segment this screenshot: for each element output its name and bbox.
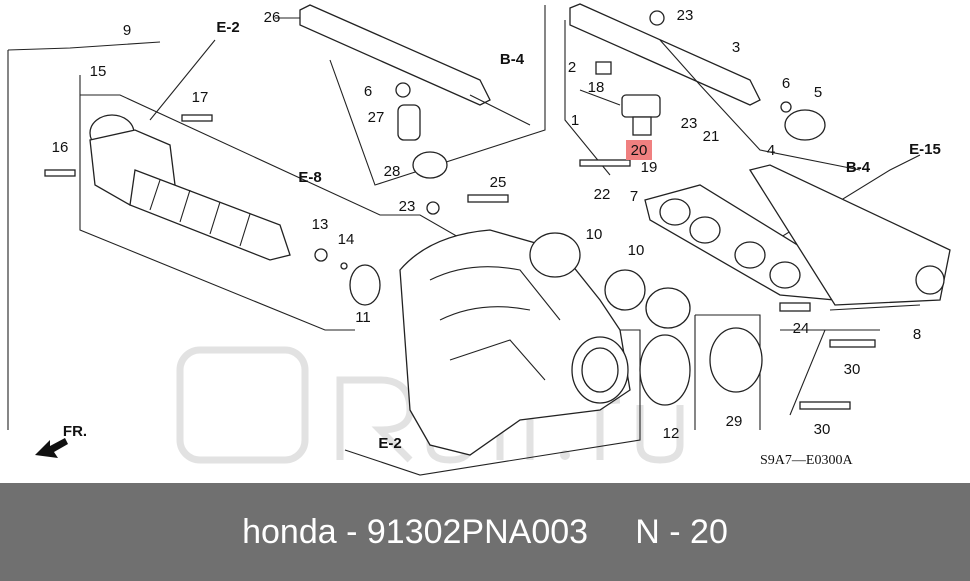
ref-e-2b[interactable]: E-2	[378, 435, 401, 452]
callout-15[interactable]: 15	[90, 63, 107, 80]
callout-8[interactable]: 8	[913, 326, 921, 343]
callout-10[interactable]: 10	[586, 226, 603, 243]
resonator-chamber	[44, 114, 291, 261]
callout-19[interactable]: 19	[641, 159, 658, 176]
direction-label: FR.	[63, 423, 87, 440]
highlight-marker	[626, 140, 652, 160]
callout-21[interactable]: 21	[703, 128, 720, 145]
fuel-rail-left	[299, 4, 531, 179]
callout-23[interactable]: 23	[677, 7, 694, 24]
callout-9[interactable]: 9	[123, 22, 131, 39]
callout-17[interactable]: 17	[192, 89, 209, 106]
part-caption-bar: honda - 91302PNA003 N - 20	[0, 483, 970, 581]
callout-labels: 9 E-2 26 B-4 23 3 2 6 5 18 15 17 1 6 27 …	[52, 7, 941, 468]
lower-manifold	[579, 159, 951, 410]
fuel-rail-right	[569, 3, 861, 171]
front-direction-arrow: FR.	[35, 423, 87, 458]
callout-18[interactable]: 18	[588, 79, 605, 96]
drawing-code: S9A7—E0300A	[760, 453, 853, 468]
ref-e-15[interactable]: E-15	[909, 141, 941, 158]
callout-23c[interactable]: 23	[399, 198, 416, 215]
callout-10b[interactable]: 10	[628, 242, 645, 259]
callout-11[interactable]: 11	[355, 309, 371, 326]
callout-30b[interactable]: 30	[814, 421, 831, 438]
callout-28[interactable]: 28	[384, 163, 401, 180]
callout-7[interactable]: 7	[630, 188, 638, 205]
callout-6b[interactable]: 6	[364, 83, 372, 100]
callout-6[interactable]: 6	[782, 75, 790, 92]
callout-13[interactable]: 13	[312, 216, 329, 233]
callout-1[interactable]: 1	[571, 112, 579, 129]
callout-16[interactable]: 16	[52, 139, 69, 156]
callout-14[interactable]: 14	[338, 231, 355, 248]
callout-22[interactable]: 22	[594, 186, 611, 203]
intake-manifold	[314, 194, 631, 456]
ref-b-4b[interactable]: B-4	[846, 159, 871, 176]
callout-12[interactable]: 12	[663, 425, 680, 442]
callout-4[interactable]: 4	[767, 142, 775, 159]
callout-26[interactable]: 26	[264, 9, 281, 26]
ref-e-2[interactable]: E-2	[216, 19, 239, 36]
callout-3[interactable]: 3	[732, 39, 740, 56]
part-caption: honda - 91302PNA003 N - 20	[242, 512, 728, 551]
callout-2[interactable]: 2	[568, 59, 576, 76]
gaskets	[529, 232, 763, 406]
diagram-canvas: FR. 9 E-2 26 B-4 23 3 2 6 5 18 15 17 1 6…	[7, 3, 951, 476]
callout-25[interactable]: 25	[490, 174, 507, 191]
callout-29[interactable]: 29	[726, 413, 743, 430]
group-outlines	[7, 5, 921, 476]
callout-30[interactable]: 30	[844, 361, 861, 378]
callout-20-highlighted[interactable]: 20	[631, 142, 648, 159]
ref-e-8[interactable]: E-8	[298, 169, 321, 186]
ref-b-4[interactable]: B-4	[500, 51, 525, 68]
callout-27[interactable]: 27	[368, 109, 385, 126]
callout-5[interactable]: 5	[814, 84, 822, 101]
callout-23b[interactable]: 23	[681, 115, 698, 132]
callout-24[interactable]: 24	[793, 320, 810, 337]
